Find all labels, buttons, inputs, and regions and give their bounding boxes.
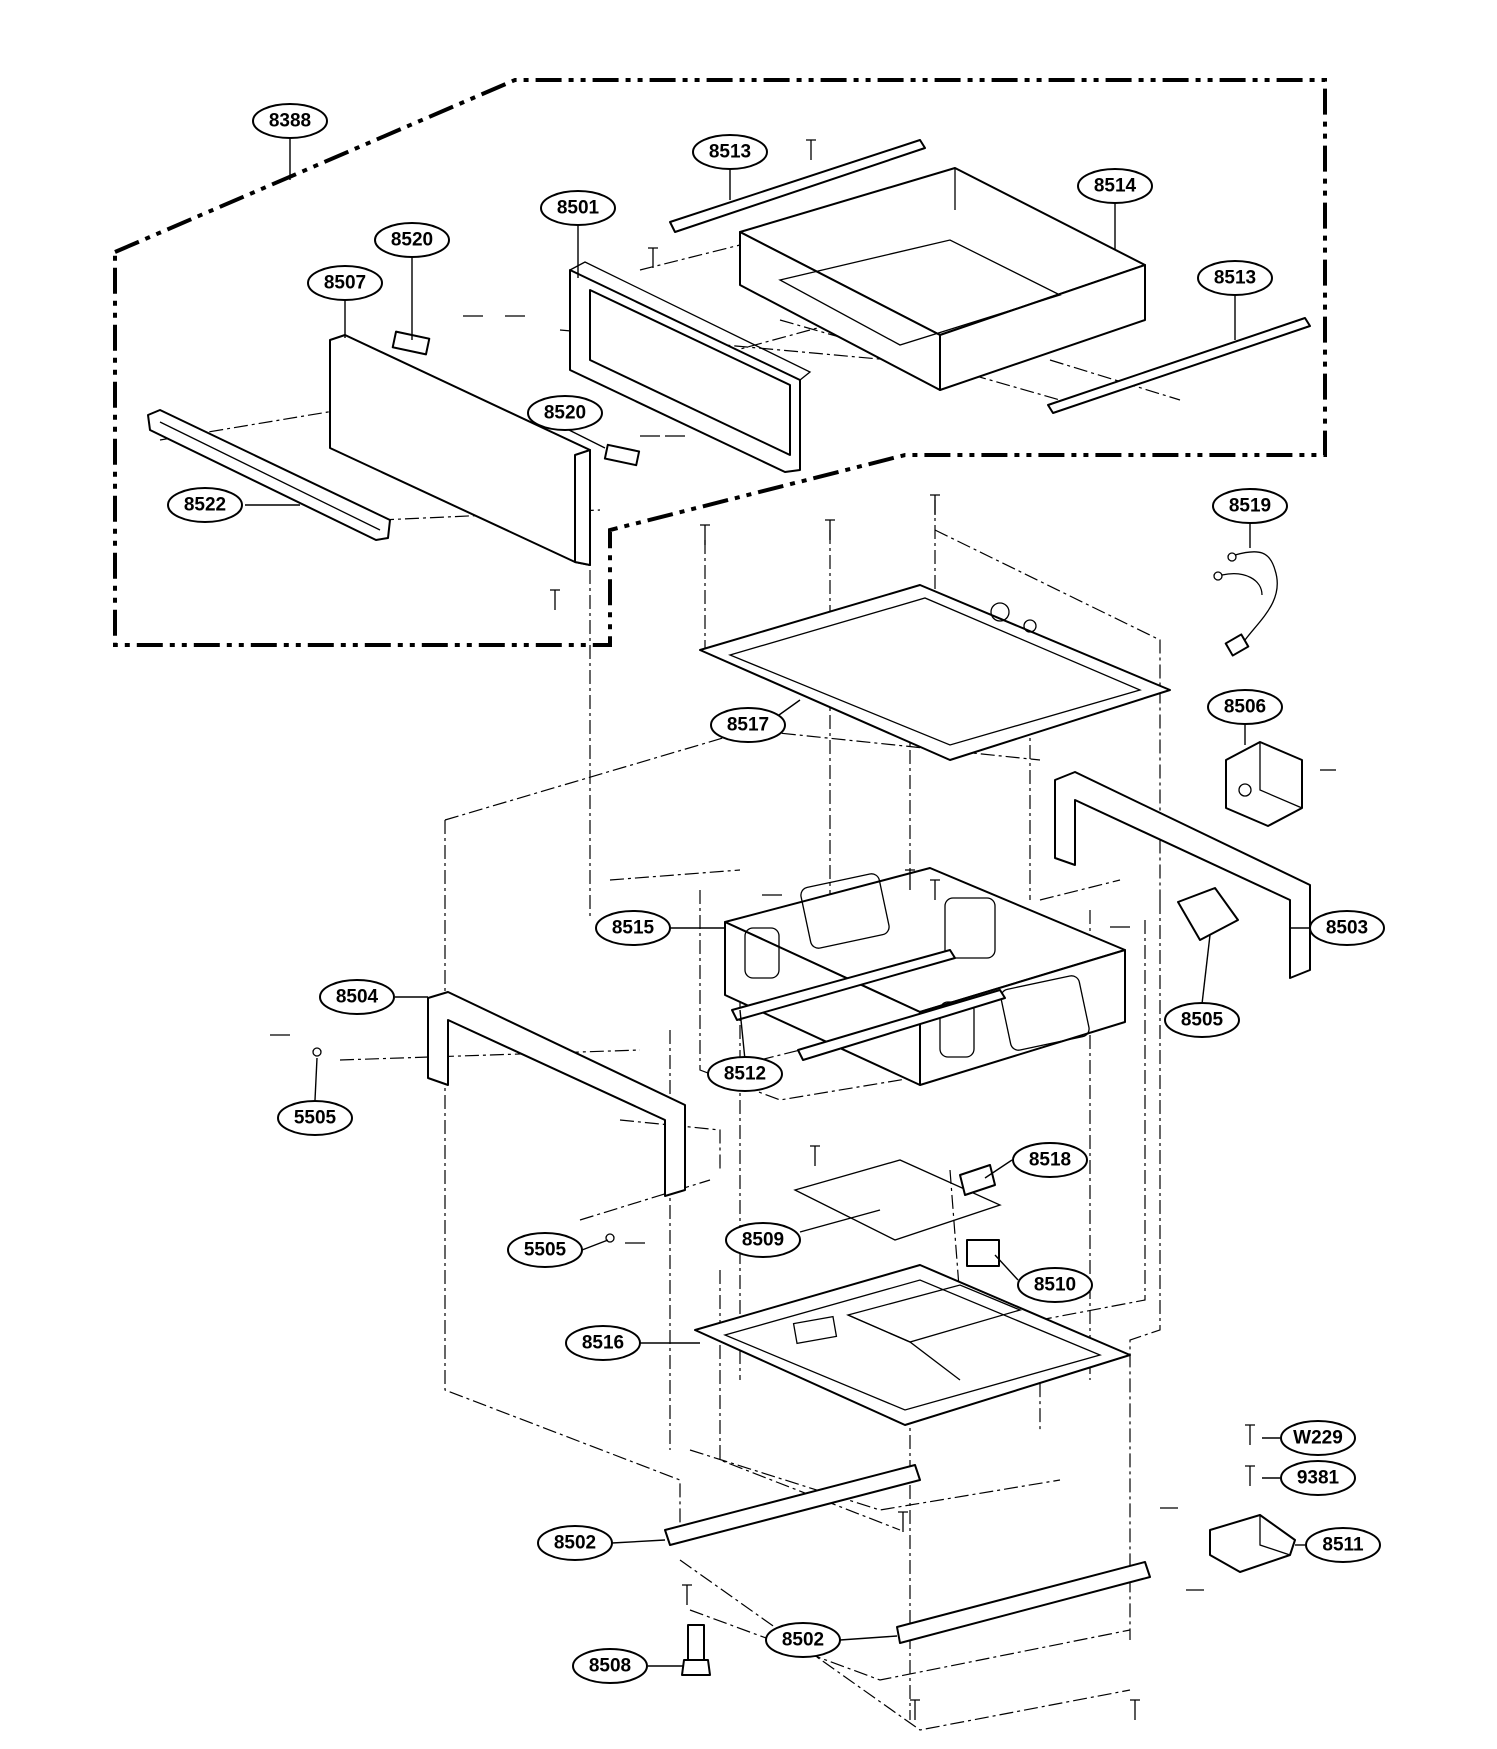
svg-text:8516: 8516 (582, 1333, 624, 1354)
callout-8512: 8512 (707, 1056, 783, 1092)
drawer-slide-8513-top (669, 139, 926, 233)
svg-text:8522: 8522 (184, 495, 226, 516)
glide-block-8520-lower (603, 443, 641, 467)
callout-8517: 8517 (710, 707, 786, 743)
callout-W229: W229 (1280, 1420, 1356, 1456)
rear-frame-8503 (1054, 771, 1311, 979)
callout-8509: 8509 (725, 1222, 801, 1258)
svg-text:8520: 8520 (391, 230, 433, 251)
callout-5505-left: 5505 (277, 1100, 353, 1136)
callout-5505-lower: 5505 (507, 1232, 583, 1268)
svg-text:8508: 8508 (589, 1656, 631, 1677)
svg-text:8513: 8513 (1214, 268, 1256, 289)
callout-8519: 8519 (1212, 488, 1288, 524)
callout-8508: 8508 (572, 1648, 648, 1684)
callout-8513-top: 8513 (692, 134, 768, 170)
callout-8513-right: 8513 (1197, 260, 1273, 296)
top-panel-8517 (699, 584, 1171, 761)
leveling-leg-8508 (681, 1624, 711, 1676)
svg-text:8513: 8513 (709, 142, 751, 163)
callout-8522: 8522 (167, 487, 243, 523)
svg-text:8517: 8517 (727, 715, 769, 736)
svg-text:8510: 8510 (1034, 1275, 1076, 1296)
svg-text:9381: 9381 (1297, 1468, 1340, 1489)
svg-text:8506: 8506 (1224, 697, 1266, 718)
wire-harness-8519 (1213, 551, 1278, 657)
svg-text:8503: 8503 (1326, 918, 1368, 939)
deflector-8505 (1177, 887, 1239, 941)
rail-8512 (731, 949, 1006, 1061)
callout-8515: 8515 (595, 910, 671, 946)
callout-8520-lower: 8520 (527, 395, 603, 431)
callout-8504: 8504 (319, 979, 395, 1015)
svg-text:8502: 8502 (554, 1533, 596, 1554)
svg-text:8388: 8388 (269, 111, 311, 132)
callout-8510: 8510 (1017, 1267, 1093, 1303)
svg-text:5505: 5505 (294, 1108, 337, 1129)
element-terminal-8518 (959, 1164, 996, 1196)
svg-text:8512: 8512 (724, 1064, 766, 1085)
svg-text:8505: 8505 (1181, 1010, 1224, 1031)
callout-8503: 8503 (1309, 910, 1385, 946)
svg-text:5505: 5505 (524, 1240, 567, 1261)
callout-8511: 8511 (1305, 1527, 1381, 1563)
svg-text:8504: 8504 (336, 987, 379, 1008)
drawer-handle-8522 (147, 409, 391, 541)
svg-text:8509: 8509 (742, 1230, 784, 1251)
svg-text:8514: 8514 (1094, 176, 1137, 197)
callout-8505: 8505 (1164, 1002, 1240, 1038)
callout-8514: 8514 (1077, 168, 1153, 204)
svg-text:8515: 8515 (612, 918, 655, 939)
callout-9381: 9381 (1280, 1460, 1356, 1496)
callout-8516: 8516 (565, 1325, 641, 1361)
svg-text:8502: 8502 (782, 1630, 824, 1651)
callout-8506: 8506 (1207, 689, 1283, 725)
glide-block-8520-upper (391, 330, 431, 356)
leader-lines (245, 138, 1310, 1667)
gasket-8509 (793, 1159, 1002, 1241)
callout-8507: 8507 (307, 265, 383, 301)
svg-text:W229: W229 (1293, 1428, 1343, 1449)
bracket-8510 (966, 1239, 1000, 1267)
bracket-8506 (1225, 741, 1303, 827)
callout-8501: 8501 (540, 190, 616, 226)
bottom-tray-8516 (694, 1264, 1131, 1426)
drawer-assembly-boundary (113, 78, 1327, 647)
svg-text:8507: 8507 (324, 273, 366, 294)
svg-text:8511: 8511 (1322, 1535, 1364, 1556)
anti-tip-bracket-8511 (1209, 1514, 1296, 1573)
svg-text:8518: 8518 (1029, 1150, 1071, 1171)
callout-8388: 8388 (252, 103, 328, 139)
drawer-frame-8501 (569, 261, 812, 473)
callout-8520-upper: 8520 (374, 222, 450, 258)
callout-8518: 8518 (1012, 1142, 1088, 1178)
support-rail-8502-right (896, 1561, 1151, 1644)
drawer-housing-8515 (724, 867, 1126, 1086)
front-frame-8504 (427, 991, 686, 1197)
callout-8502-right: 8502 (765, 1622, 841, 1658)
callout-8502-left: 8502 (537, 1525, 613, 1561)
screw-fasteners (270, 139, 1336, 1720)
svg-text:8520: 8520 (544, 403, 586, 424)
svg-text:8519: 8519 (1229, 496, 1271, 517)
drawer-box-8514 (739, 167, 1146, 391)
drawer-slide-8513-right (1047, 317, 1311, 414)
svg-text:8501: 8501 (557, 198, 600, 219)
support-rail-8502-left (664, 1464, 921, 1546)
